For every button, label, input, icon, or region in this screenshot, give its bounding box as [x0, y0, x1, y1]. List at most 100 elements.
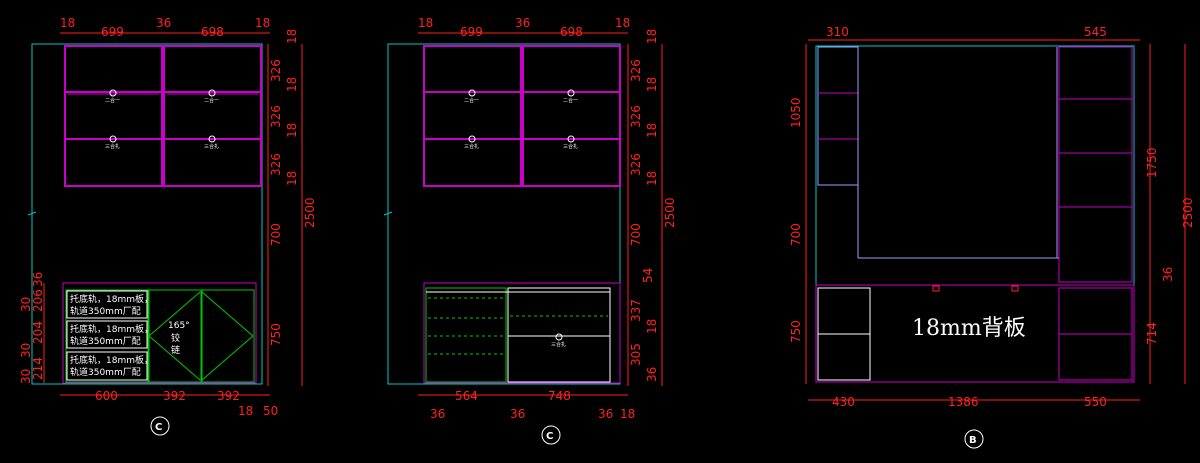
- middle-bottom-dim-3: 36: [510, 407, 525, 421]
- middle-right-dim-11: 18: [645, 319, 659, 334]
- left-bottom-dim-1: 600: [95, 389, 118, 403]
- right-left-column: [817, 46, 859, 186]
- middle-right-dim-6: 326: [629, 153, 643, 176]
- middle-base-green-frame: [425, 287, 507, 383]
- left-dimension-lines: [43, 32, 303, 396]
- middle-right-dim-3: 18: [645, 77, 659, 92]
- left-right-dim-5: 18: [285, 123, 299, 138]
- right-dimension-lines: [805, 39, 1186, 401]
- hinge-label-1: 铰: [171, 332, 180, 344]
- left-right-dim-2: 326: [269, 59, 283, 82]
- middle-upper-cabinet: [423, 45, 621, 187]
- left-shelf-tag-3: 三合扎: [105, 143, 120, 150]
- middle-right-dim-4: 326: [629, 105, 643, 128]
- middle-right-dim-10: 337: [629, 299, 643, 322]
- middle-top-dim-2: 699: [460, 25, 483, 39]
- right-right-dim-3: 714: [1145, 322, 1159, 345]
- left-left-dim-1: 36: [31, 272, 45, 287]
- middle-shelf-tag-2: 二合一: [563, 97, 578, 104]
- middle-bottom-dim-5: 36: [598, 407, 613, 421]
- right-left-dim-1: 1050: [789, 97, 803, 128]
- middle-dashed-shelves: [428, 297, 608, 355]
- left-bottom-dim-3: 392: [217, 389, 240, 403]
- left-bottom-dim-4: 18: [238, 404, 253, 418]
- middle-bottom-dim-2: 564: [455, 389, 478, 403]
- middle-bottom-dim-4: 748: [548, 389, 571, 403]
- left-marker-label: C: [155, 422, 162, 433]
- left-left-dim-3: 30: [19, 297, 33, 312]
- left-break-mark: [27, 211, 37, 216]
- left-bottom-dim-2: 392: [163, 389, 186, 403]
- middle-top-dim-1: 18: [418, 16, 433, 30]
- left-top-dim-4: 698: [201, 25, 224, 39]
- left-left-dim-6: 214: [31, 357, 45, 380]
- left-top-dim-5: 18: [255, 16, 270, 30]
- drawer-note-2b: 轨道350mm厂配: [70, 335, 141, 347]
- left-top-dim-3: 36: [156, 16, 171, 30]
- middle-top-dim-5: 18: [615, 16, 630, 30]
- middle-bottom-dim-6: 18: [620, 407, 635, 421]
- drawer-note-1a: 托底轨，18mm板，: [70, 293, 153, 305]
- right-bottom-dim-1: 430: [832, 395, 855, 409]
- left-shelf-holes: [109, 89, 216, 143]
- right-base-cabinet: [815, 284, 1135, 383]
- left-right-dim-4: 326: [269, 105, 283, 128]
- right-left-column-edge: [818, 92, 858, 140]
- middle-section-marker: C: [541, 425, 561, 445]
- hinge-angle-label: 165°: [168, 321, 190, 331]
- right-elevation-view: 18mm背板 310 545 1050 700 750 1750 36 714 …: [789, 25, 1195, 449]
- middle-top-dim-3: 36: [515, 16, 530, 30]
- left-top-dim-2: 699: [101, 25, 124, 39]
- middle-drawer-tag: 三合扎: [551, 341, 566, 348]
- hinge-label-2: 链: [171, 344, 180, 356]
- left-hinge-diamond: [148, 291, 254, 381]
- right-base-right-box: [1058, 287, 1133, 381]
- left-base-cabinet: [62, 282, 257, 384]
- right-top-dim-1: 310: [826, 25, 849, 39]
- middle-bottom-dim-1: 36: [430, 407, 445, 421]
- left-bottom-dim-5: 50: [263, 404, 278, 418]
- middle-right-dim-1: 18: [645, 29, 659, 44]
- right-bottom-dim-2: 1386: [948, 395, 979, 409]
- left-section-marker: C: [150, 416, 170, 436]
- left-right-dim-9: 750: [269, 323, 283, 346]
- left-drawer-fronts: [66, 290, 148, 381]
- drawer-note-1b: 轨道350mm厂配: [70, 305, 141, 317]
- right-tall-column: [1058, 46, 1133, 283]
- middle-right-dim-2: 326: [629, 59, 643, 82]
- back-panel-label: 18mm背板: [912, 316, 1026, 341]
- middle-base-internal: [426, 287, 611, 383]
- right-bottom-dim-3: 550: [1084, 395, 1107, 409]
- right-total-dim: 2500: [1181, 197, 1195, 228]
- right-left-dim-2: 700: [789, 223, 803, 246]
- middle-outer-outline: [387, 43, 621, 385]
- middle-right-dim-12: 305: [629, 343, 643, 366]
- left-elevation-view: 二合一 二合一 三合扎 三合扎 托底轨，18mm板， 轨道350mm厂配 托底轨…: [19, 16, 317, 436]
- left-left-dim-4: 204: [31, 321, 45, 344]
- left-right-dim-8: 700: [269, 223, 283, 246]
- left-shelf-tag-4: 三合扎: [204, 143, 219, 150]
- middle-base-cabinet: [423, 282, 621, 384]
- middle-top-dim-4: 698: [560, 25, 583, 39]
- middle-right-dim-5: 18: [645, 123, 659, 138]
- right-top-dim-2: 545: [1084, 25, 1107, 39]
- left-right-dim-1: 18: [285, 29, 299, 44]
- middle-drawer-hole: [555, 333, 563, 341]
- middle-shelf-holes: [468, 89, 575, 143]
- right-base-left-box: [817, 287, 871, 381]
- middle-right-dim-13: 36: [645, 367, 659, 382]
- middle-right-dim-9: 54: [641, 268, 655, 283]
- right-section-marker: B: [964, 429, 984, 449]
- left-right-dim-7: 18: [285, 171, 299, 186]
- left-total-dim: 2500: [303, 197, 317, 228]
- left-shelf-tag-2: 二合一: [204, 97, 219, 104]
- drawer-note-3a: 托底轨，18mm板，: [70, 354, 153, 366]
- left-right-dim-6: 326: [269, 153, 283, 176]
- right-right-dim-2: 36: [1161, 267, 1175, 282]
- right-open-niche: [857, 47, 1059, 259]
- middle-total-dim: 2500: [663, 197, 677, 228]
- middle-shelf-tag-4: 三合扎: [563, 143, 578, 150]
- left-left-dim-5: 30: [19, 343, 33, 358]
